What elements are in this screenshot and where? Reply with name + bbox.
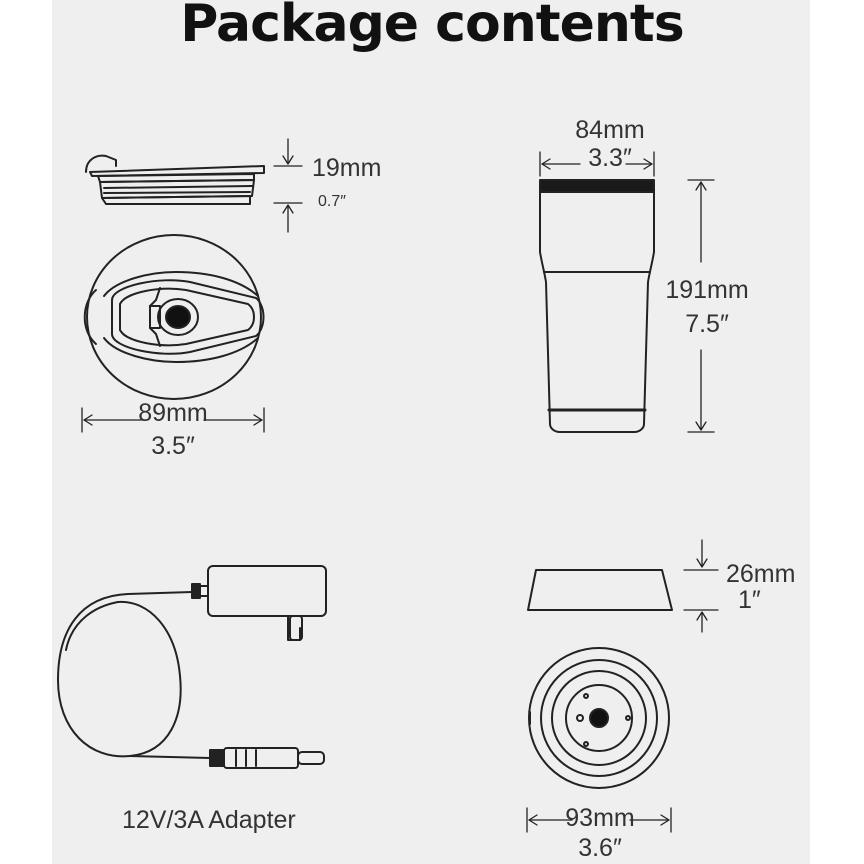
- background-panel: [52, 0, 810, 864]
- tumbler-height-dimension: [687, 179, 715, 433]
- lid-height-mm-label: 19mm: [312, 154, 382, 182]
- lid-top-view: [83, 234, 265, 400]
- tumbler-height-in-label: 7.5″: [685, 310, 729, 338]
- tumbler-width-dimension: [539, 151, 655, 177]
- base-width-in-label: 3.6″: [578, 834, 622, 862]
- tumbler-width-in-label: 3.3″: [588, 144, 632, 172]
- base-width-mm-label: 93mm: [565, 804, 635, 832]
- base-top-view: [528, 647, 670, 789]
- base-width-dimension: [526, 807, 672, 833]
- base-height-dimension: [683, 539, 719, 633]
- lid-width-mm-label: 89mm: [138, 399, 208, 427]
- base-side-view: [527, 569, 673, 611]
- tumbler-drawing: [539, 179, 655, 433]
- base-height-in-label: 1″: [738, 586, 761, 614]
- lid-width-in-label: 3.5″: [151, 432, 195, 460]
- tumbler-height-mm-label: 191mm: [665, 276, 749, 304]
- lid-width-dimension: [81, 407, 265, 433]
- base-height-mm-label: 26mm: [726, 560, 796, 588]
- page-title: Package contents: [180, 0, 684, 54]
- adapter-label: 12V/3A Adapter: [122, 806, 296, 834]
- lid-height-dimension: [273, 138, 303, 233]
- lid-side-view: [85, 154, 265, 205]
- lid-height-in-label: 0.7″: [318, 193, 346, 210]
- adapter-drawing: [57, 565, 327, 769]
- tumbler-width-mm-label: 84mm: [575, 116, 645, 144]
